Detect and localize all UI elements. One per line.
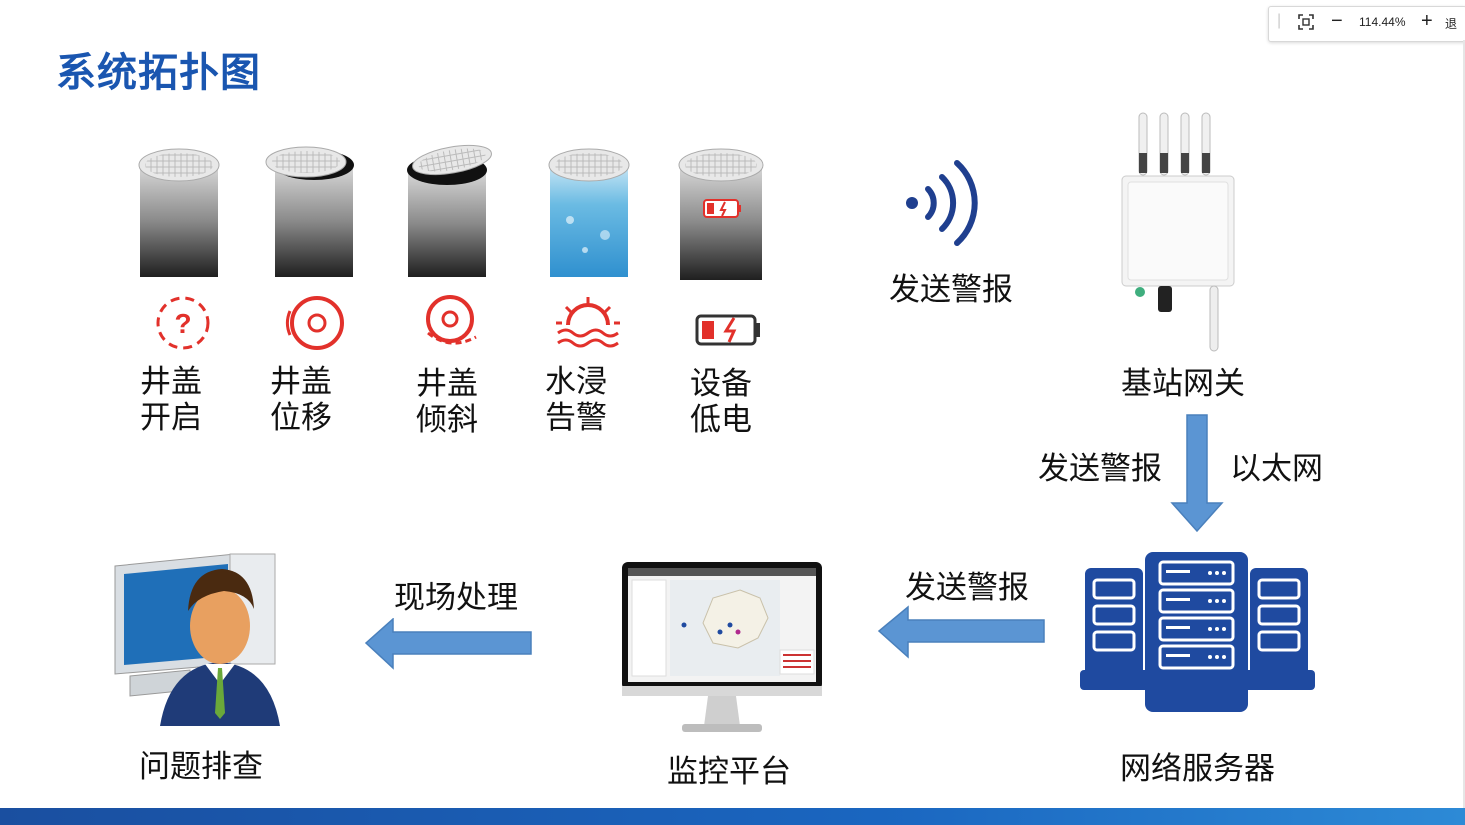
monitor-label: 监控平台 bbox=[667, 754, 791, 789]
down-arrow-left-label: 发送警报 bbox=[1038, 451, 1162, 486]
bottom-accent-bar bbox=[0, 808, 1465, 825]
sensor-label-battery: 设备 低电 bbox=[690, 366, 752, 438]
zoom-in-button[interactable]: + bbox=[1421, 10, 1433, 32]
down-arrow bbox=[1170, 414, 1224, 533]
manhole-row bbox=[138, 144, 764, 280]
zoom-out-button[interactable]: − bbox=[1331, 10, 1343, 32]
page-title: 系统拓扑图 bbox=[56, 51, 261, 95]
sensor-label-line1: 水浸 bbox=[545, 364, 607, 399]
zoom-value: 114.44% bbox=[1359, 15, 1406, 29]
sensor-label-line2: 位移 bbox=[270, 400, 332, 435]
manhole-open bbox=[138, 148, 220, 277]
sensor-label-line1: 设备 bbox=[690, 366, 752, 401]
sensor-label-shift: 井盖 位移 bbox=[270, 364, 332, 436]
left-arrow-monitor-to-person bbox=[364, 618, 532, 670]
gateway-device-icon bbox=[1121, 112, 1235, 352]
wireless-signal-icon bbox=[906, 160, 978, 246]
sensor-label-open: 井盖 开启 bbox=[140, 364, 202, 436]
sensor-label-line1: 井盖 bbox=[416, 366, 478, 401]
sensor-label-flood: 水浸 告警 bbox=[545, 364, 607, 436]
sensor-label-line2: 开启 bbox=[140, 400, 202, 435]
toolbar-divider: | bbox=[1277, 12, 1282, 29]
person-label: 问题排查 bbox=[139, 749, 263, 784]
sensor-label-line2: 告警 bbox=[545, 400, 607, 435]
signal-label: 发送警报 bbox=[889, 272, 1013, 307]
sensor-label-line2: 低电 bbox=[690, 402, 752, 437]
low-battery-icon bbox=[695, 314, 760, 346]
target-circle-icon bbox=[285, 296, 344, 350]
question-circle-icon: ? bbox=[156, 296, 210, 350]
gateway-label: 基站网关 bbox=[1121, 366, 1245, 401]
flood-sun-icon bbox=[556, 297, 620, 348]
fit-screen-icon[interactable] bbox=[1297, 13, 1315, 34]
svg-text:?: ? bbox=[174, 308, 191, 339]
server-arrow-label: 发送警报 bbox=[905, 570, 1029, 605]
page-right-edge bbox=[1463, 40, 1465, 810]
exit-button[interactable]: 退 bbox=[1445, 17, 1458, 31]
tilt-circle-icon bbox=[426, 295, 477, 345]
manhole-shifted bbox=[265, 146, 354, 277]
server-icon bbox=[1080, 552, 1315, 712]
left-arrow-server-to-monitor bbox=[877, 605, 1045, 659]
monitor-platform-icon bbox=[622, 562, 822, 732]
manhole-flooded bbox=[548, 148, 630, 277]
person-computer-icon bbox=[114, 553, 280, 726]
down-arrow-right-label: 以太网 bbox=[1230, 451, 1323, 486]
server-label: 网络服务器 bbox=[1120, 751, 1275, 786]
alert-icon-row: ? bbox=[156, 295, 760, 350]
manhole-tilted bbox=[407, 144, 492, 277]
monitor-arrow-label: 现场处理 bbox=[394, 580, 518, 615]
sensor-label-line1: 井盖 bbox=[270, 364, 332, 399]
sensor-label-tilt: 井盖 倾斜 bbox=[416, 366, 478, 438]
zoom-toolbar: | − 114.44% + 退 bbox=[1268, 6, 1465, 42]
sensor-label-line1: 井盖 bbox=[140, 364, 202, 399]
sensor-label-line2: 倾斜 bbox=[416, 402, 478, 437]
manhole-low-battery bbox=[678, 148, 764, 280]
